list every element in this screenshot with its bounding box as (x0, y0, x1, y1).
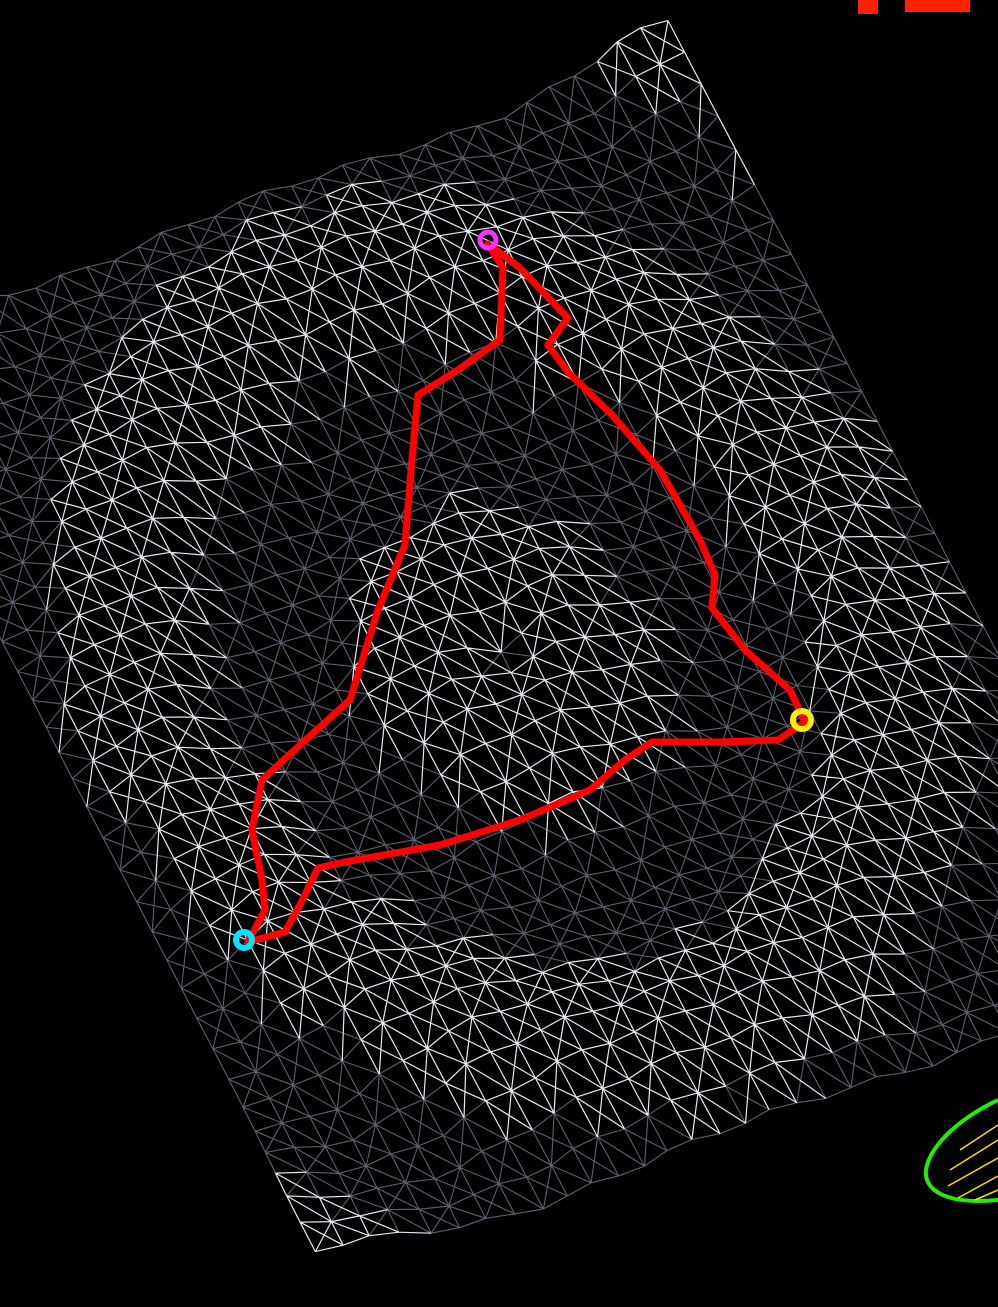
corner-fragment-bottom-right (923, 1098, 998, 1203)
route-path (244, 240, 809, 946)
mesh-shaded-edges (0, 61, 998, 1237)
mesh-lit-edges (45, 20, 998, 1253)
wireframe-mesh (0, 20, 998, 1253)
corner-fragment-top-right (858, 0, 970, 14)
start-marker (477, 229, 499, 251)
end-marker (233, 929, 255, 951)
waypoint-marker (790, 708, 814, 732)
